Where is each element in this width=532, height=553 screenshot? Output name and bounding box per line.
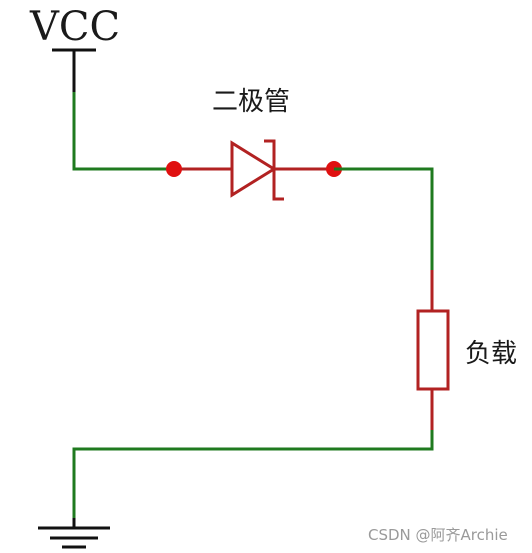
wire-load-to-ground — [72, 430, 434, 518]
watermark: CSDN @阿齐Archie — [368, 526, 508, 544]
load-resistor — [416, 309, 450, 391]
ground-icon — [38, 526, 110, 549]
node-dot-left — [166, 161, 182, 177]
vcc-label: VCC — [29, 4, 120, 50]
wire-diode-to-load — [334, 167, 434, 270]
load-label: 负载 — [465, 339, 517, 369]
diode-triangle — [230, 140, 277, 198]
diode-label: 二极管 — [212, 87, 290, 117]
wire-vcc-to-diode — [72, 92, 174, 171]
diode-bar — [264, 139, 284, 201]
